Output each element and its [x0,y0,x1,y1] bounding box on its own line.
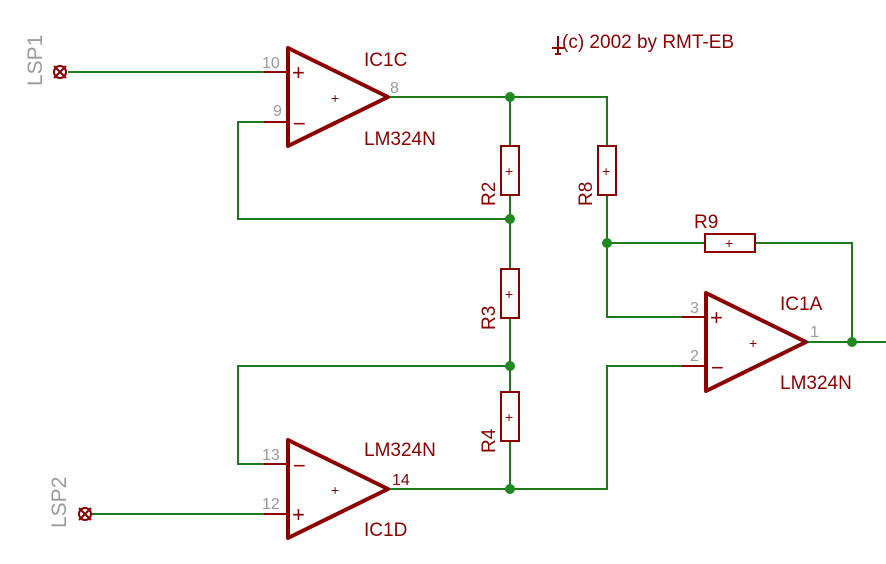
junction-dot [505,92,515,102]
connector-cross-icon [78,507,92,521]
resistor-label: R2 [479,182,500,206]
opamp-ic1a[interactable]: + − + 3 2 1 IC1A LM324N [682,291,852,394]
wire-r9-right [755,242,853,342]
wire-ic1d-output [388,365,706,490]
wires [68,71,886,515]
pin-number: 9 [273,103,282,120]
pin-number: 1 [810,324,819,341]
resistor-body [500,145,520,196]
resistor-label: R9 [694,212,718,233]
part-name: IC1D [364,520,407,541]
part-value: LM324N [364,129,436,150]
resistor-r4[interactable]: + R4 [479,391,520,453]
resistor-r2[interactable]: + R2 [479,145,520,206]
pin-number: 14 [392,472,410,489]
junction-dot [602,238,612,248]
opamp-ic1d[interactable]: − + + 13 12 14 LM324N IC1D [262,438,436,541]
pin-number: 8 [390,80,399,97]
wire-ic1d-feedback [237,365,510,465]
resistor-body [597,145,617,196]
junction-dot [847,337,857,347]
opamp-ic1c[interactable]: + − + 10 9 8 IC1C LM324N [262,46,436,150]
resistor-plus-symbol: + [505,163,513,179]
input-plus-symbol: + [710,305,723,330]
resistor-r3[interactable]: + R3 [479,268,520,330]
opamp-triangle [286,46,390,148]
junction-dot [505,361,515,371]
connector-label-lsp1: LSP1 [24,35,47,86]
input-plus-symbol: + [292,502,305,527]
resistor-plus-symbol: + [505,286,513,302]
connector-lsp2[interactable]: LSP2 [48,477,92,528]
part-name: IC1A [780,294,823,315]
input-minus-symbol: − [293,111,306,136]
connector-lsp1[interactable]: LSP1 [24,35,67,86]
pin-number: 12 [262,496,280,513]
wire-ic1c-output [388,96,608,146]
pin-number: 2 [690,348,699,365]
copyright-text: (c) 2002 by RMT-EB [562,32,734,53]
connector-label-lsp2: LSP2 [48,477,71,528]
resistor-plus-symbol: + [602,163,610,179]
part-name: IC1C [364,50,407,71]
resistor-r8[interactable]: + R8 [576,145,617,206]
opamp-triangle [704,291,808,393]
center-plus-symbol: + [749,335,757,351]
resistor-body [704,233,756,253]
resistor-label: R3 [479,306,500,330]
junctions [505,92,857,494]
resistor-plus-symbol: + [725,235,733,251]
connector-cross-icon [53,65,67,79]
resistor-body [500,391,520,442]
wire-ic1c-feedback [237,121,510,220]
input-minus-symbol: − [293,453,306,478]
center-plus-symbol: + [331,90,339,106]
input-minus-symbol: − [711,355,724,380]
resistor-plus-symbol: + [505,409,513,425]
connector-pad-icon [53,65,67,79]
pin-number: 10 [262,55,280,72]
center-plus-symbol: + [331,482,339,498]
resistor-r9[interactable]: + R9 [694,212,756,253]
wire-r8-to-ic1a-plus [606,195,706,318]
junction-dot [505,484,515,494]
opamp-triangle [286,438,390,540]
junction-dot [505,214,515,224]
part-value: LM324N [780,373,852,394]
connector-pad-icon [78,507,92,521]
pin-number: 13 [262,447,280,464]
origin-cross-icon [552,36,564,55]
part-value: LM324N [364,440,436,461]
pin-number: 3 [690,300,699,317]
resistor-label: R4 [479,428,500,453]
copyright-notice: (c) 2002 by RMT-EB [552,32,734,55]
resistor-label: R8 [576,182,597,206]
resistor-body [500,268,520,319]
input-plus-symbol: + [292,60,305,85]
